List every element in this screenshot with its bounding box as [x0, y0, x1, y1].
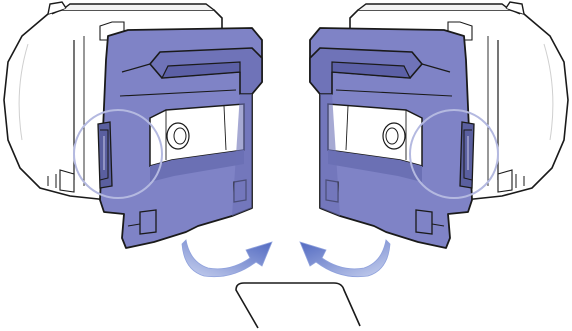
- staple-outline-icon: [236, 283, 360, 328]
- right-assembly: [310, 2, 568, 248]
- curved-arrow-right-icon: [182, 240, 272, 277]
- left-assembly: [4, 2, 262, 248]
- curved-arrow-left-icon: [300, 240, 390, 277]
